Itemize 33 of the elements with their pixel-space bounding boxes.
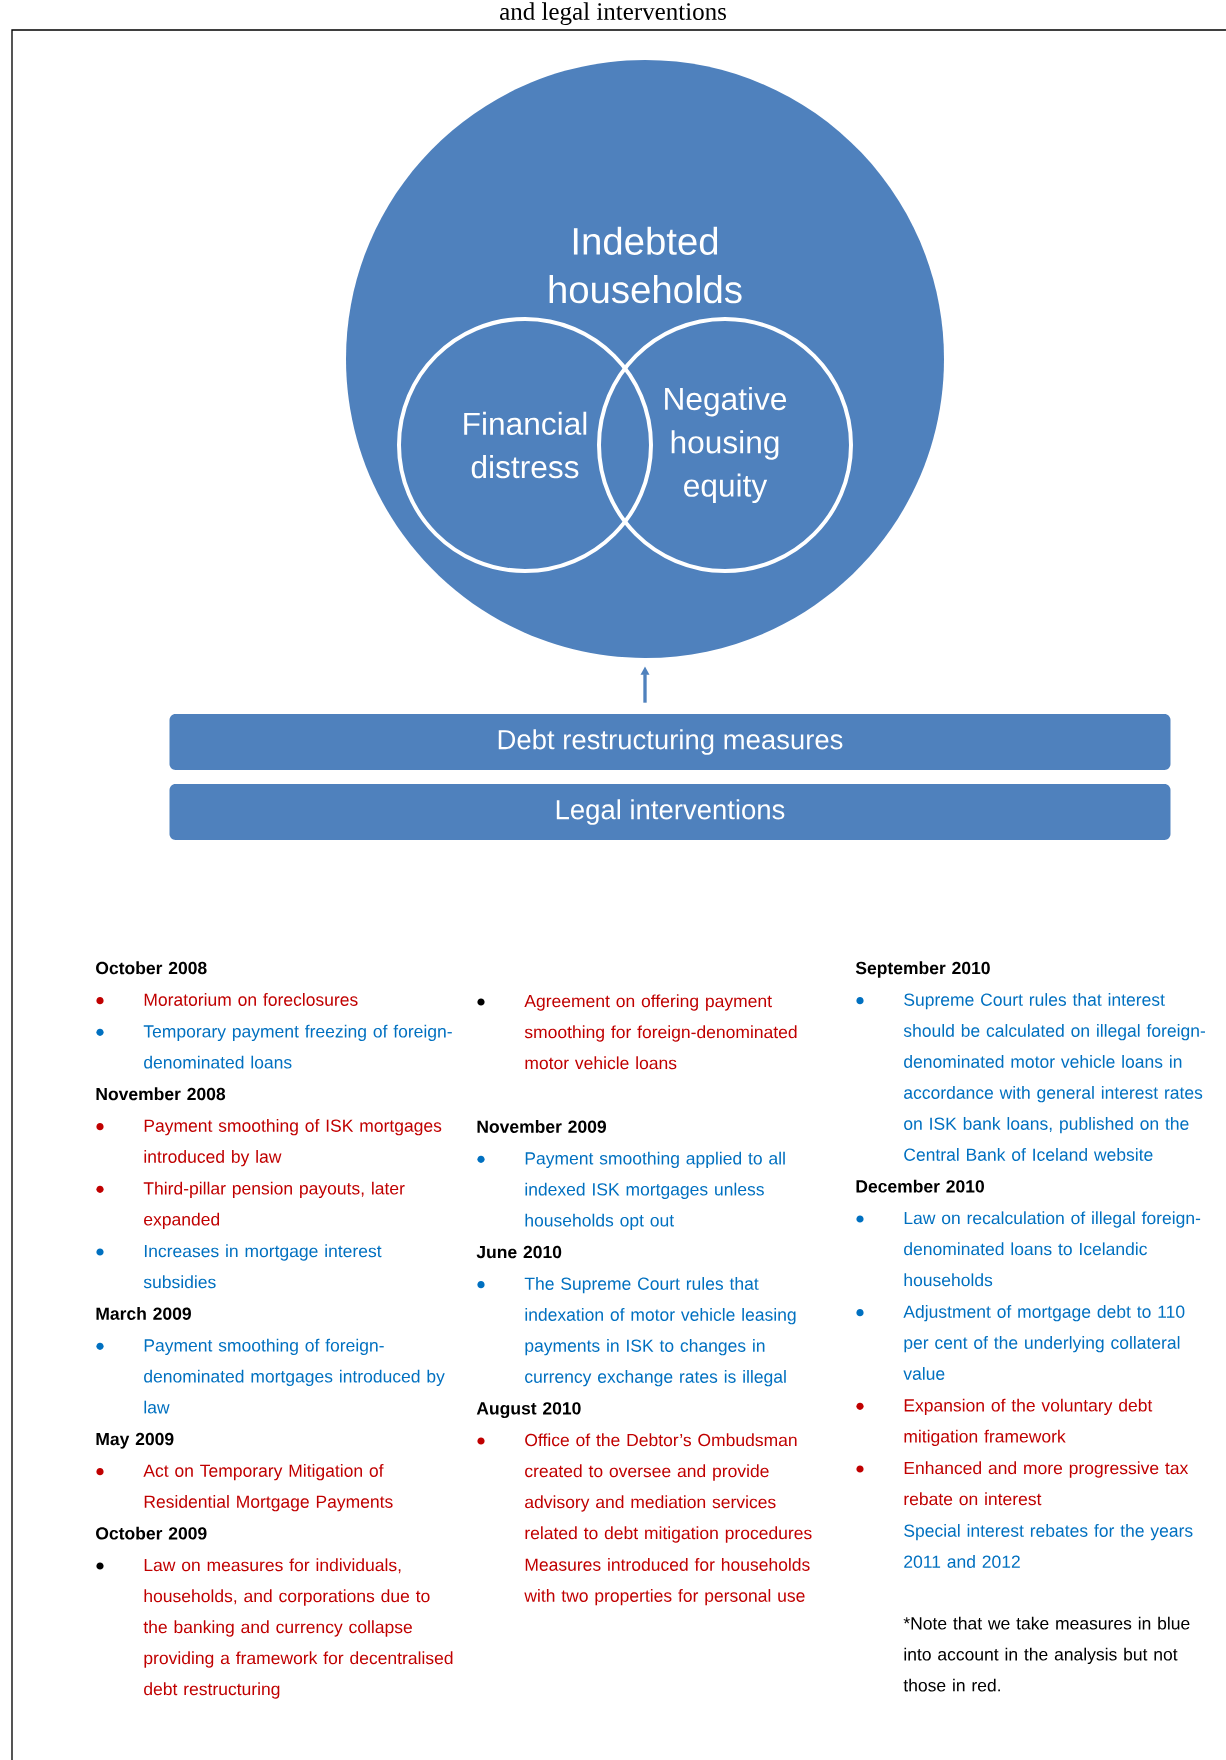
list-item: Payment smoothing applied to all indexed ISK mortgages unless households opt out xyxy=(525,1151,785,1230)
date-heading: October 2009 xyxy=(96,1526,207,1540)
label-bar: Debt restructuring measures xyxy=(169,714,1171,770)
list-item: Agreement on offering payment smoothing for foreign-denominated motor vehicle loans xyxy=(524,994,797,1070)
footnote: *Note that we take measures in blue into account in the analysis but not those in red. xyxy=(903,1616,1190,1692)
list-item: Special interest rebates for the years 2011 and 2012 xyxy=(904,1524,1193,1568)
list-item: Act on Temporary Mitigation of Residential Mortgage Payments xyxy=(143,1464,393,1512)
list-item: Supreme Court rules that interest should be calculated on illegal foreign-denominated motor vehicle loans in accordance with general interest rates on ISK bank loans, published on the Central Bank of Iceland website xyxy=(903,993,1205,1161)
date-heading: November 2009 xyxy=(477,1120,606,1133)
list-item: Third-pillar pension payouts, later expanded xyxy=(143,1181,405,1229)
list-item: Payment smoothing of foreign-denominated mortgages introduced by law xyxy=(144,1338,445,1414)
date-heading: October 2008 xyxy=(96,961,207,975)
list-item: Law on measures for individuals, households, and corporations due to the banking and currency collapse providing a framework for decentralised debt restructuring xyxy=(143,1558,453,1699)
list-item: Office of the Debtor’s Ombudsman created to oversee and provide advisory and mediation services related to debt mitigation procedures xyxy=(525,1433,812,1543)
list-item: Adjustment of mortgage debt to 110 per cent of the underlying collateral value xyxy=(903,1305,1185,1380)
date-heading: November 2008 xyxy=(96,1087,226,1101)
date-heading: June 2010 xyxy=(476,1245,562,1259)
list-item: The Supreme Court rules that indexation of motor vehicle leasing payments in ISK to changes in currency exchange rates is illegal xyxy=(524,1277,796,1387)
list-item: Increases in mortgage interest subsidies xyxy=(143,1244,382,1289)
list-item: Temporary payment freezing of foreign-denominated loans xyxy=(143,1024,452,1069)
list-item: Law on recalculation of illegal foreign-denominated loans to Icelandic households xyxy=(904,1211,1201,1287)
date-heading: March 2009 xyxy=(96,1307,191,1320)
date-heading: May 2009 xyxy=(96,1432,174,1449)
date-heading: December 2010 xyxy=(856,1179,984,1193)
list-item: Expansion of the voluntary debt mitigation framework xyxy=(904,1398,1153,1446)
date-heading: August 2010 xyxy=(476,1402,581,1419)
date-heading: September 2010 xyxy=(855,961,990,978)
list-item: Payment smoothing of ISK mortgages introduced by law xyxy=(144,1119,442,1167)
list-item: Measures introduced for households with two properties for personal use xyxy=(524,1558,810,1606)
figure-title: and legal interventions xyxy=(500,2,726,26)
list-item: Enhanced and more progressive tax rebate on interest xyxy=(904,1461,1189,1506)
label-bar: Legal interventions xyxy=(169,784,1171,840)
list-item: Moratorium on foreclosures xyxy=(144,993,358,1006)
